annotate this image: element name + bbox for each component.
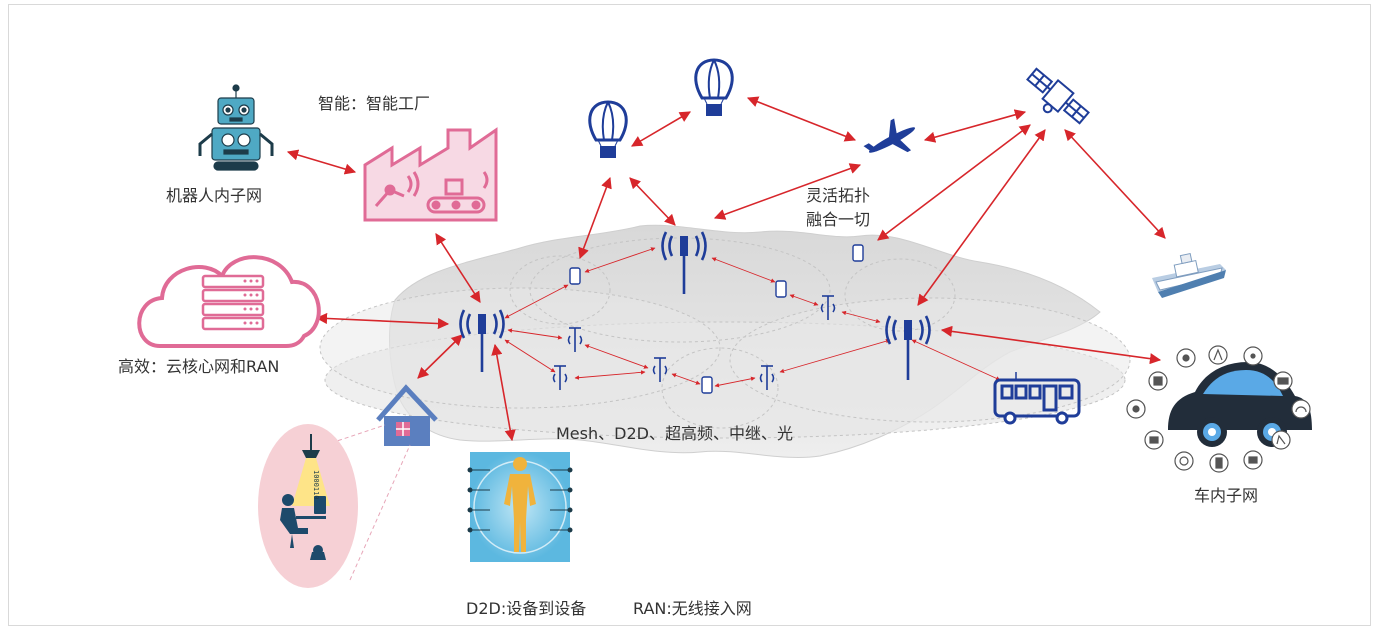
arrow-cloud-tower [315, 312, 450, 330]
phone-icon [569, 267, 581, 285]
steering-icon [1176, 348, 1196, 368]
robot-icon [198, 84, 274, 171]
label-vehicle-subnet: 车内子网 [1194, 486, 1259, 505]
seat-icon [1271, 430, 1291, 450]
arrow-plane-satellite [923, 109, 1027, 143]
arrow-tower-house [417, 334, 463, 379]
coverage-ellipse-left [319, 287, 721, 409]
tower-icon-main-right [885, 315, 931, 380]
figure-frame [8, 4, 1371, 626]
fan-icon [1243, 346, 1263, 366]
phone-icon [852, 244, 864, 262]
small-towers [552, 295, 836, 390]
arrow-satellite-tower [917, 129, 1046, 306]
display-icon [1144, 430, 1164, 450]
ship-icon [1152, 252, 1226, 298]
factory-icon [363, 127, 498, 222]
human-sensor-icon [467, 452, 573, 562]
label-smart-factory: 智能：智能工厂 [318, 94, 431, 113]
camera-icon [1243, 450, 1263, 470]
arrow-factory-tower [435, 233, 481, 303]
long-range-links [286, 96, 1166, 442]
small-tower-icon [652, 357, 668, 382]
home-user-scene [258, 424, 411, 588]
small-tower-icon [759, 365, 775, 390]
balloon-icon-right [694, 58, 734, 116]
bus-icon [993, 372, 1081, 425]
label-flexible-topology-1: 灵活拓扑 [806, 186, 871, 205]
phone-icon [701, 376, 713, 394]
label-flexible-topology-2: 融合一切 [806, 210, 871, 229]
arrow-tower-human [491, 343, 516, 442]
label-mesh-links: Mesh、D2D、超高频、中继、光 [556, 424, 793, 443]
arrow-balloon-plane [746, 96, 857, 142]
car-feature-icons [1126, 345, 1311, 473]
arrow-satellite-ship [1064, 129, 1166, 239]
robot-binary-text: 1000110 [312, 470, 320, 500]
coverage-ellipse-mid [661, 347, 779, 429]
cloud-server-icon [137, 255, 321, 348]
tower-icon-main-left [459, 309, 505, 372]
satellite-icon [1026, 67, 1090, 125]
arrow-tower-car [940, 325, 1162, 365]
footnote-d2d: D2D:设备到设备 [466, 599, 587, 618]
driver-icon [1208, 345, 1228, 365]
phone-icon [775, 280, 787, 298]
label-robot-subnet: 机器人内子网 [166, 186, 263, 205]
phone-app-icon [1209, 453, 1229, 473]
tower-icon-main-center [661, 231, 707, 294]
airplane-icon [863, 118, 916, 153]
arrow-balloon-balloon [631, 111, 691, 147]
brake-icon [1126, 399, 1146, 419]
mesh-links [504, 247, 1001, 388]
phones [569, 244, 864, 394]
house-icon [376, 384, 438, 446]
arrow-plane-tower [713, 163, 862, 220]
media-icon [1148, 371, 1168, 391]
footnote-ran: RAN:无线接入网 [633, 599, 752, 618]
arrow-balloon-tower [629, 177, 676, 226]
label-efficient-cloud-ran: 高效：云核心网和RAN [118, 357, 280, 376]
gauge-icon [1291, 399, 1311, 419]
arrow-robot-factory [286, 149, 357, 175]
balloon-icon-left [588, 100, 628, 158]
coverage-ellipse-right [729, 297, 1131, 423]
battery-icon [1273, 371, 1293, 391]
network-icon [1174, 451, 1194, 471]
small-tower-icon [567, 327, 583, 352]
car-icon [1168, 362, 1312, 447]
small-tower-icon [820, 295, 836, 320]
arrow-balloon-phone [578, 176, 612, 260]
small-tower-icon [552, 365, 568, 390]
